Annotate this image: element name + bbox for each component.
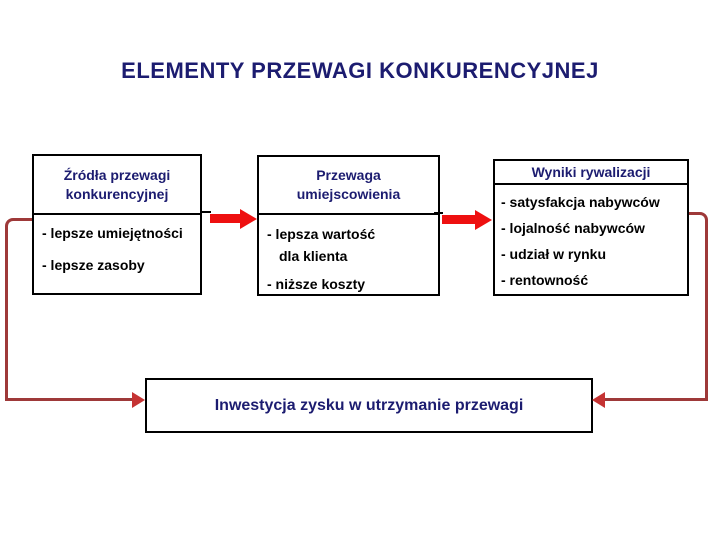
investment-box-label: Inwestycja zysku w utrzymanie przewagi [214, 396, 524, 414]
sources-box: Źródła przewagi konkurencyjnej - lepsze … [32, 154, 202, 295]
list-item: - lepsze zasoby [42, 257, 145, 273]
list-item-continuation: dla klienta [279, 248, 348, 264]
list-item: - niższe koszty [267, 276, 366, 292]
results-box-body: - satysfakcja nabywców - lojalność nabyw… [495, 185, 687, 293]
list-item: - rentowność [501, 272, 589, 288]
arrow-body [210, 214, 240, 223]
divider-stub-middle [434, 212, 443, 214]
results-box: Wyniki rywalizacji - satysfakcja nabywcó… [493, 159, 689, 296]
list-item: - lepsze umiejętności [42, 225, 183, 241]
list-item: - lojalność nabywców [501, 220, 645, 236]
slide-title: ELEMENTY PRZEWAGI KONKURENCYJNEJ [121, 58, 599, 83]
position-box: Przewaga umiejscowienia - lepsza wartość… [257, 155, 440, 296]
flow-arrow-position-to-results [442, 210, 492, 230]
arrow-body [442, 215, 475, 224]
feedback-line-left-bottom [5, 398, 134, 401]
sources-box-body: - lepsze umiejętności - lepsze zasoby [34, 215, 200, 275]
position-box-header: Przewaga umiejscowienia [259, 157, 438, 215]
feedback-line-left [5, 218, 32, 401]
arrow-head-icon [240, 209, 257, 229]
feedback-line-right [689, 212, 708, 401]
feedback-line-right-bottom [605, 398, 708, 401]
list-item: - satysfakcja nabywców [501, 194, 660, 210]
feedback-arrowhead-right-icon [592, 392, 605, 408]
list-item: - udział w rynku [501, 246, 607, 262]
arrow-head-icon [475, 210, 492, 230]
feedback-arrowhead-left-icon [132, 392, 145, 408]
list-item: - lepsza wartość [267, 226, 376, 242]
flow-arrow-sources-to-position [210, 209, 257, 229]
sources-box-header: Źródła przewagi konkurencyjnej [34, 156, 200, 215]
position-box-body: - lepsza wartość dla klienta - niższe ko… [259, 215, 438, 295]
divider-stub-left [201, 211, 211, 213]
investment-box: Inwestycja zysku w utrzymanie przewagi [145, 378, 593, 433]
results-box-header: Wyniki rywalizacji [495, 161, 687, 185]
